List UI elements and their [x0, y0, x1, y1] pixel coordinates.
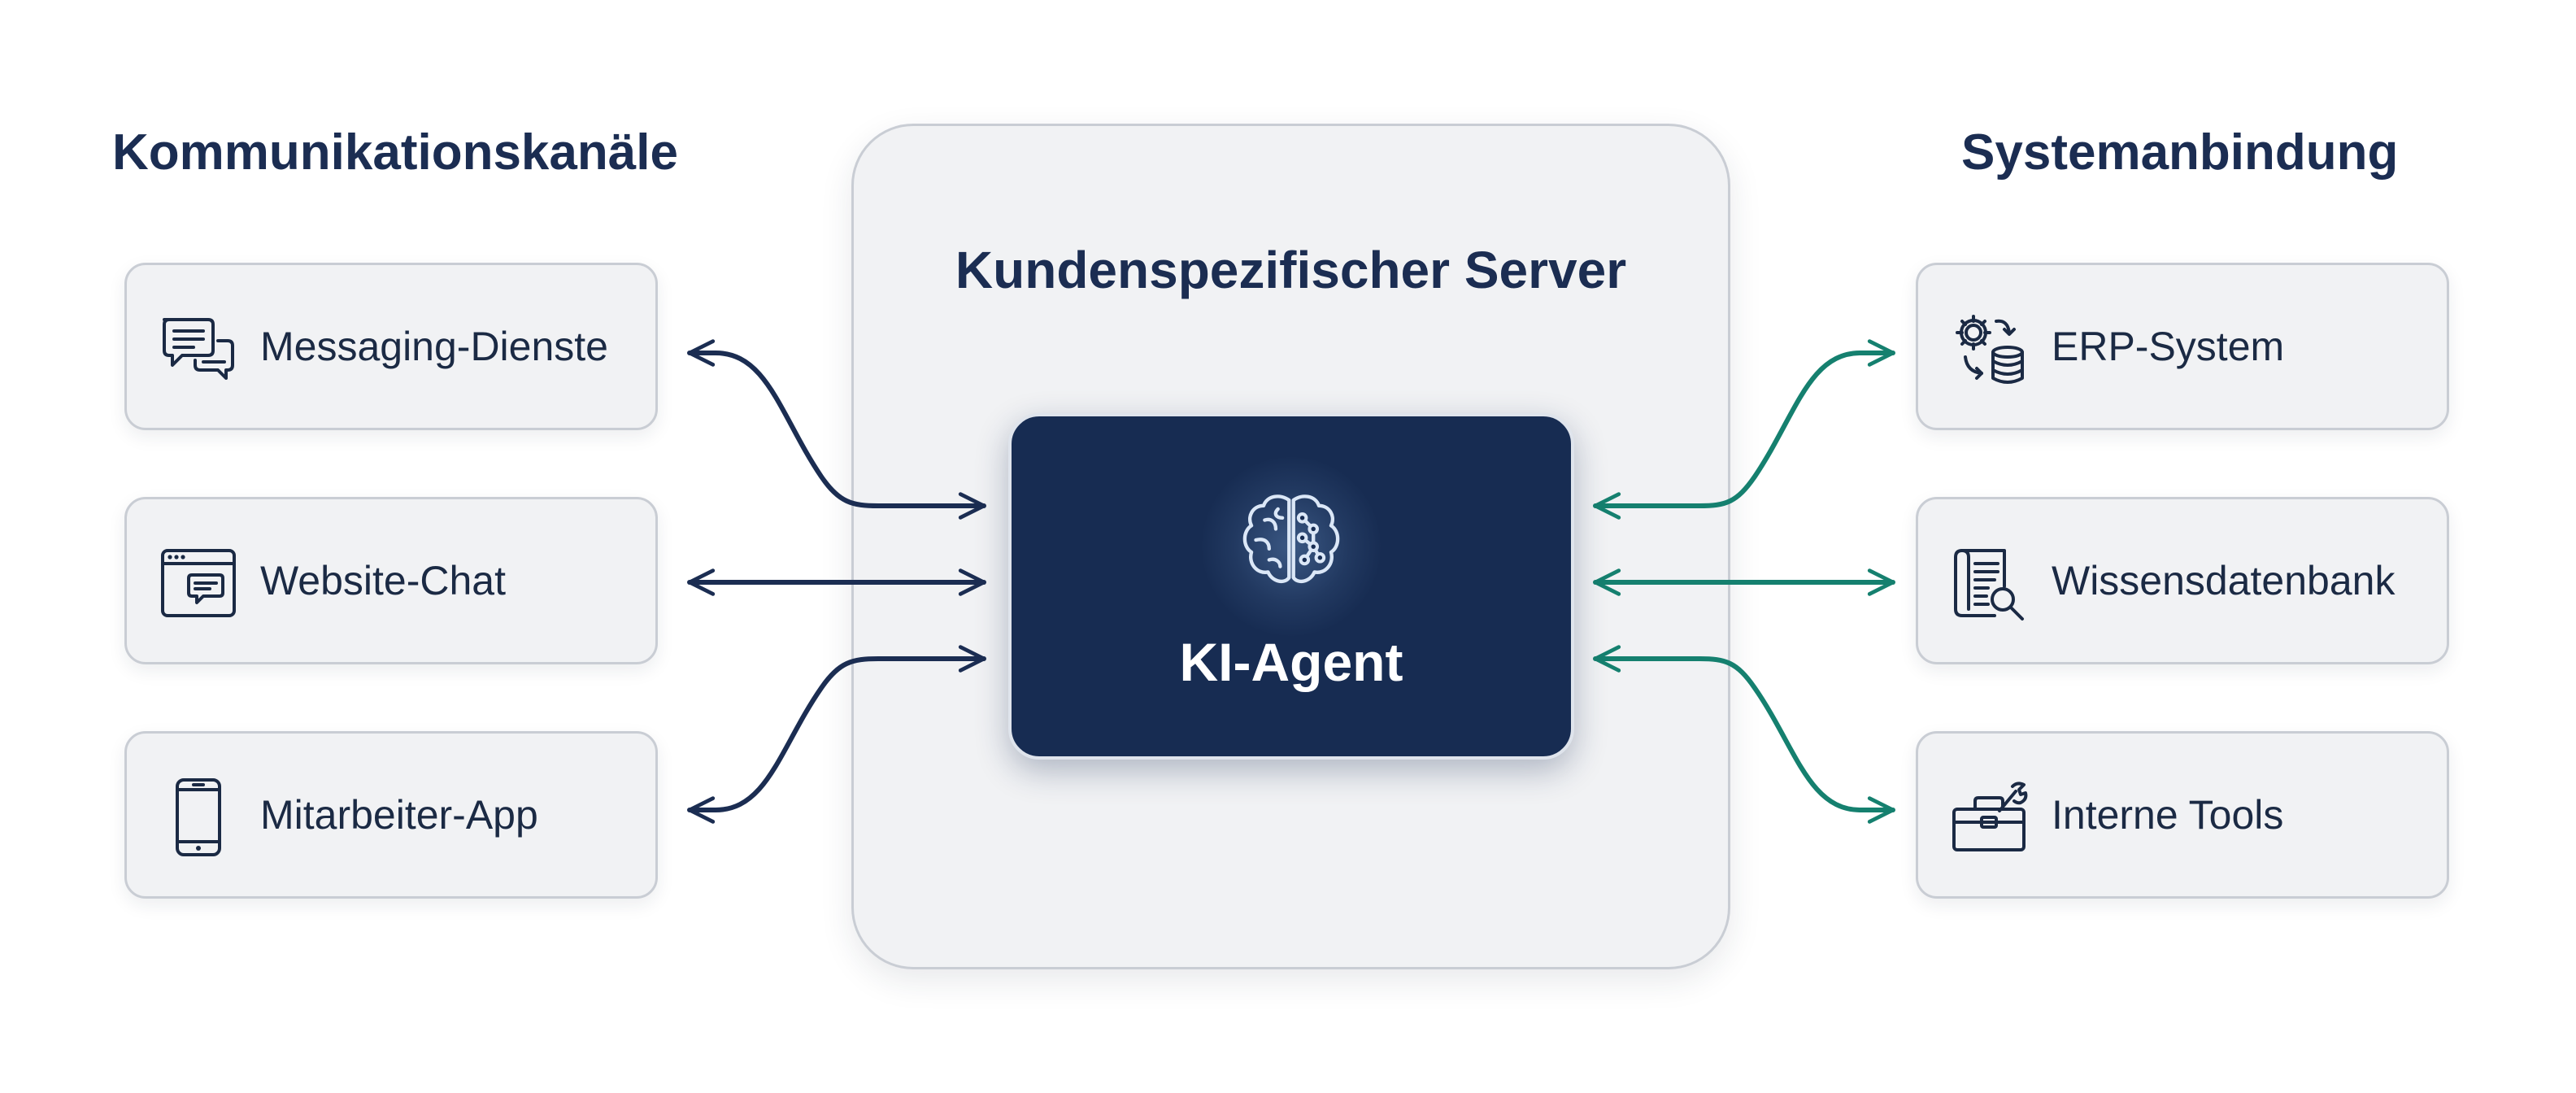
- connector-messaging-agent: [687, 339, 986, 520]
- connector-agent-erp: [1593, 339, 1895, 520]
- toolbox-icon: [1952, 782, 2028, 851]
- chat-bubbles-icon: [163, 318, 234, 380]
- server-title: Kundenspezifischer Server: [955, 241, 1627, 299]
- agent-glow: [1202, 457, 1381, 636]
- smartphone-icon: [176, 778, 221, 856]
- connector-app-agent: [687, 645, 986, 824]
- gear-database-icon: [1956, 315, 2024, 384]
- system-label-erp: ERP-System: [2052, 324, 2285, 369]
- ai-agent-label: KI-Agent: [1179, 632, 1403, 692]
- system-card-erp: ERP-System: [1916, 263, 2449, 430]
- channel-label-messaging: Messaging-Dienste: [260, 324, 608, 369]
- channel-card-messaging: Messaging-Dienste: [124, 263, 658, 430]
- connector-agent-tools: [1593, 645, 1895, 824]
- system-card-internal-tools: Interne Tools: [1916, 731, 2449, 899]
- communication-channels-heading: Kommunikationskanäle: [112, 124, 678, 181]
- browser-chat-icon: [161, 549, 236, 617]
- system-card-knowledge-base: Wissensdatenbank: [1916, 497, 2449, 664]
- system-integration-heading: Systemanbindung: [1961, 124, 2399, 181]
- system-label-knowledge-base: Wissensdatenbank: [2052, 558, 2395, 603]
- channel-card-employee-app: Mitarbeiter-App: [124, 731, 658, 899]
- brain-circuit-icon: [1242, 494, 1340, 584]
- channel-label-website-chat: Website-Chat: [260, 558, 506, 603]
- channel-card-website-chat: Website-Chat: [124, 497, 658, 664]
- ai-agent-box: KI-Agent: [1008, 413, 1574, 760]
- document-search-icon: [1954, 549, 2024, 621]
- channel-label-employee-app: Mitarbeiter-App: [260, 792, 538, 838]
- custom-server-panel: Kundenspezifischer Server: [851, 124, 1730, 969]
- system-label-internal-tools: Interne Tools: [2052, 792, 2284, 838]
